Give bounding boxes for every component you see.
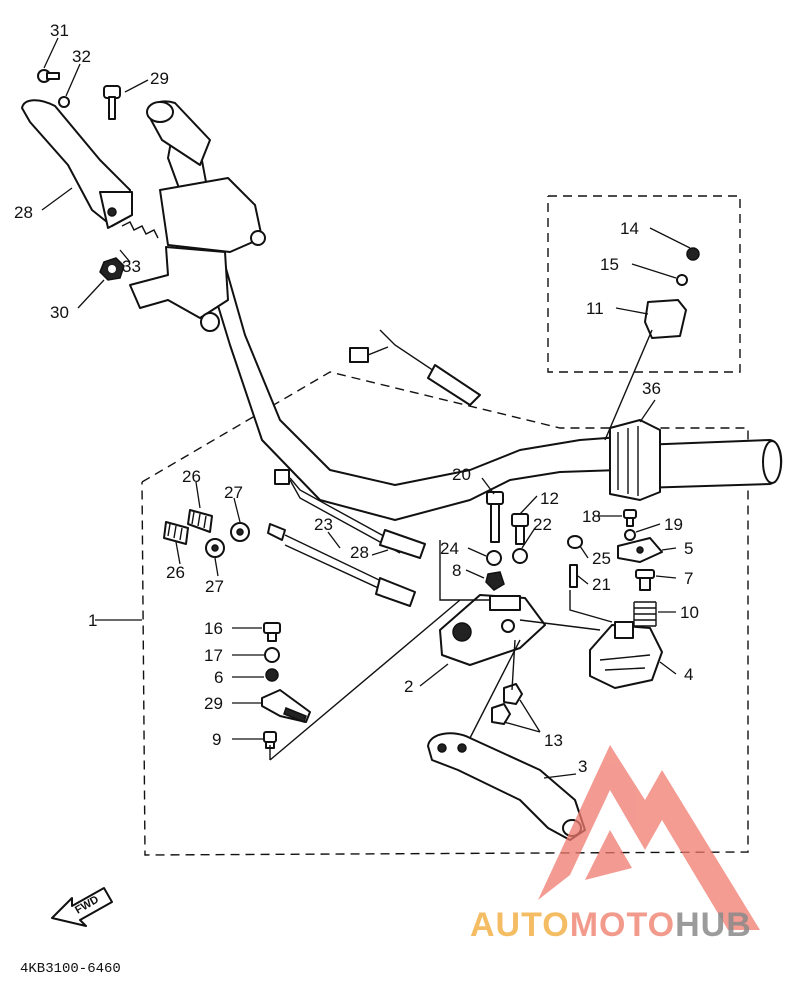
part-21-pin xyxy=(569,564,578,588)
part-22-washer xyxy=(512,548,528,564)
part-26-adjuster-upper xyxy=(187,509,213,533)
part-5-plate xyxy=(617,537,663,563)
callout-19: 19 xyxy=(664,515,683,534)
part-26-adjuster-lower xyxy=(163,521,189,545)
callout-21: 21 xyxy=(592,575,611,594)
part-18-screw xyxy=(623,509,637,527)
callout-10: 10 xyxy=(680,603,699,622)
callout-5: 5 xyxy=(684,539,693,558)
part-28-adjuster xyxy=(375,529,426,607)
callout-17: 17 xyxy=(204,646,223,665)
part-31-bolt xyxy=(103,85,121,120)
svg-text:AUTOMOTOHUB: AUTOMOTOHUB xyxy=(470,906,752,944)
callout-26-lower: 26 xyxy=(166,563,185,582)
callout-32: 30 xyxy=(50,303,69,322)
part-17-washer xyxy=(264,647,280,663)
callout-4: 4 xyxy=(684,665,693,684)
callout-3: 3 xyxy=(578,757,587,776)
part-10-spring xyxy=(633,601,657,627)
callout-25: 25 xyxy=(592,549,611,568)
part-8-nut xyxy=(485,571,505,591)
assembly-boundary-1 xyxy=(141,371,749,856)
callout-27-lower: 27 xyxy=(205,577,224,596)
callout-20: 20 xyxy=(452,465,471,484)
callout-2: 2 xyxy=(404,677,413,696)
part-32-nut xyxy=(99,257,125,281)
part-19-washer xyxy=(624,529,636,541)
part-20-bolt xyxy=(486,491,504,543)
callout-22: 22 xyxy=(533,515,552,534)
watermark-hub: HUB xyxy=(675,906,752,944)
part-14-screw xyxy=(686,247,700,261)
callout-30: 28 xyxy=(14,203,33,222)
part-6-washer xyxy=(265,668,279,682)
part-34-washer xyxy=(58,96,70,108)
callout-34: 32 xyxy=(72,47,91,66)
part-25-ball xyxy=(567,535,583,549)
part-36-throttle-housing xyxy=(609,419,661,501)
callout-31: 29 xyxy=(150,69,169,88)
part-15-washer xyxy=(676,274,688,286)
switch-boundary xyxy=(547,195,741,373)
callout-35: 33 xyxy=(122,257,141,276)
watermark-moto: MOTO xyxy=(570,906,675,944)
part-12-bolt xyxy=(511,513,529,545)
callout-11: 11 xyxy=(586,299,604,318)
callout-26-upper: 26 xyxy=(182,467,201,486)
callout-14: 14 xyxy=(620,219,639,238)
callout-28: 28 xyxy=(350,543,369,562)
callout-18: 18 xyxy=(582,507,601,526)
part-27-locknut-lower xyxy=(205,538,225,558)
part-30-clutch-lever xyxy=(21,99,133,229)
part-2-bracket xyxy=(439,594,546,666)
watermark-logo xyxy=(538,745,760,930)
part-27-locknut-upper xyxy=(230,522,250,542)
left-switch-housing xyxy=(129,177,266,332)
callout-16: 16 xyxy=(204,619,223,638)
throttle-cable-upper xyxy=(349,329,481,406)
fwd-arrow: FWD xyxy=(51,887,113,927)
callout-12: 12 xyxy=(540,489,559,508)
part-29-switch xyxy=(261,689,311,723)
callout-7: 7 xyxy=(684,569,693,588)
callout-6: 6 xyxy=(214,668,223,687)
callout-29: 29 xyxy=(204,694,223,713)
callout-9: 9 xyxy=(212,730,221,749)
watermark-auto: AUTO xyxy=(470,906,570,944)
part-33-screw xyxy=(37,69,60,83)
part-4-holder xyxy=(589,621,663,689)
part-7-piston xyxy=(635,569,655,591)
part-13-nuts xyxy=(491,683,523,725)
callout-23: 23 xyxy=(314,515,333,534)
callout-27-upper: 27 xyxy=(224,483,243,502)
callout-1: 1 xyxy=(88,611,97,630)
watermark-text: AUTOMOTOHUB xyxy=(470,906,752,944)
callout-8: 8 xyxy=(452,561,461,580)
drawing-code: 4KB3100-6460 xyxy=(20,961,121,977)
callout-13: 13 xyxy=(544,731,563,750)
callout-labels: 31 32 29 28 33 30 14 15 11 36 20 12 22 2… xyxy=(14,21,699,776)
callout-33: 31 xyxy=(50,21,69,40)
part-24-washer xyxy=(486,550,502,566)
leader-lines xyxy=(41,37,691,779)
part-35-spring xyxy=(121,221,159,239)
callout-24: 24 xyxy=(440,539,459,558)
part-11-switch xyxy=(604,299,687,441)
part-16-bolt xyxy=(263,622,281,642)
callout-36: 36 xyxy=(642,379,661,398)
callout-15: 15 xyxy=(600,255,619,274)
